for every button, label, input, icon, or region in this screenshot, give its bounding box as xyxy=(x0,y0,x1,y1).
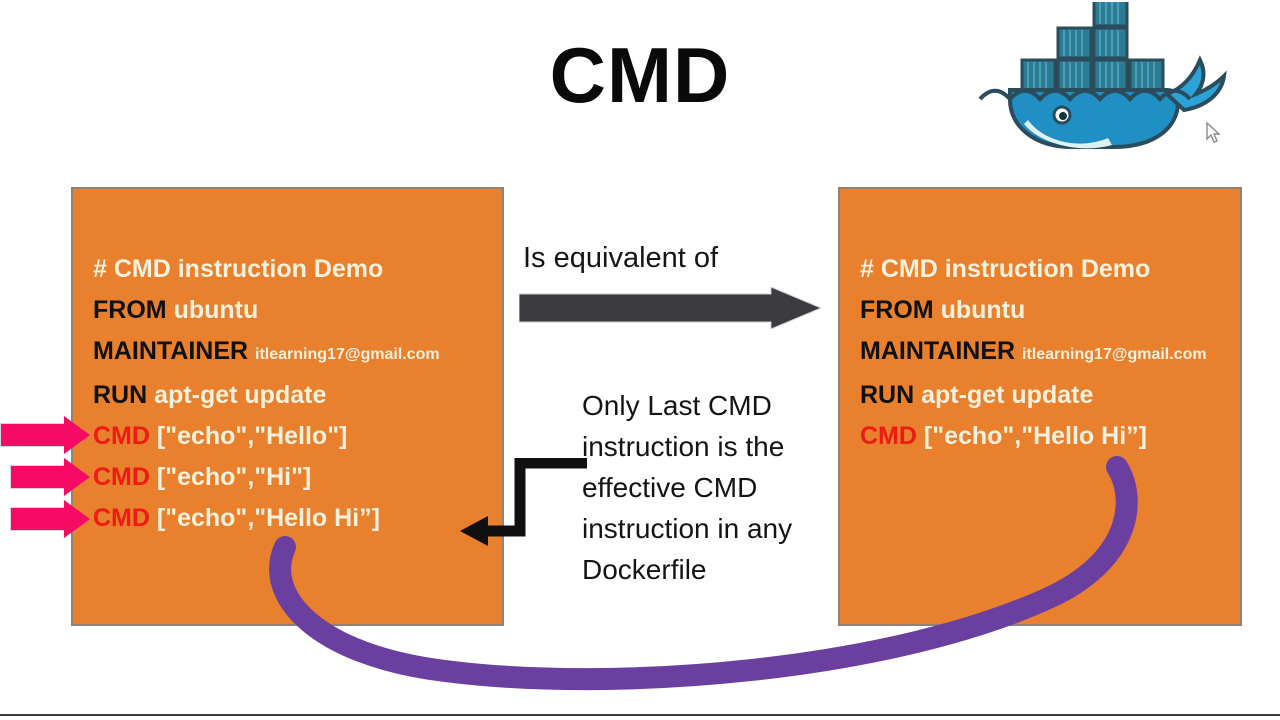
code-keyword-cmd: CMD xyxy=(93,463,150,491)
dockerfile-right-panel: # CMD instruction Demo FROM ubuntu MAINT… xyxy=(838,187,1242,626)
code-keyword: MAINTAINER xyxy=(860,337,1016,365)
code-comment: # CMD instruction Demo xyxy=(860,255,1151,283)
code-line: MAINTAINER itlearning17@gmail.com xyxy=(93,331,496,375)
code-line: FROM ubuntu xyxy=(93,290,496,331)
code-block-right: # CMD instruction Demo FROM ubuntu MAINT… xyxy=(860,249,1234,457)
code-block-left: # CMD instruction Demo FROM ubuntu MAINT… xyxy=(93,249,496,539)
docker-whale-logo xyxy=(962,0,1232,160)
code-arg: ubuntu xyxy=(173,296,259,324)
arrow-shaft xyxy=(10,507,66,531)
code-line: MAINTAINER itlearning17@gmail.com xyxy=(860,331,1234,375)
code-arg: ubuntu xyxy=(940,296,1026,324)
code-email: itlearning17@gmail.com xyxy=(1022,346,1207,363)
code-line-cmd: CMD ["echo","Hello Hi”] xyxy=(860,416,1234,457)
arrow-shaft xyxy=(0,423,66,447)
code-keyword: RUN xyxy=(860,381,915,409)
code-arg: apt-get update xyxy=(154,381,327,409)
code-keyword: FROM xyxy=(93,296,167,324)
code-line: RUN apt-get update xyxy=(93,375,496,416)
code-comment: # CMD instruction Demo xyxy=(93,255,384,283)
arrow-shaft xyxy=(10,465,66,489)
bottom-divider xyxy=(0,714,1280,716)
last-cmd-link-arc-icon xyxy=(255,455,1155,695)
code-line-cmd: CMD ["echo","Hello"] xyxy=(93,416,496,457)
pink-arrow-cmd-hi-icon xyxy=(10,458,92,496)
page-title: CMD xyxy=(549,31,731,119)
arrow-head xyxy=(64,500,90,538)
arrow-head xyxy=(64,458,90,496)
code-line: FROM ubuntu xyxy=(860,290,1234,331)
code-keyword: MAINTAINER xyxy=(93,337,249,365)
code-line: # CMD instruction Demo xyxy=(93,249,496,290)
equivalent-label: Is equivalent of xyxy=(523,242,719,274)
note-text: Only Last CMD instruction is the effecti… xyxy=(582,390,793,585)
code-arg: apt-get update xyxy=(921,381,1094,409)
pink-arrow-cmd-hello-hi-icon xyxy=(10,500,92,538)
code-arg: ["echo","Hello Hi”] xyxy=(156,504,380,532)
code-keyword-cmd: CMD xyxy=(860,422,917,450)
code-email: itlearning17@gmail.com xyxy=(255,346,440,363)
code-line-cmd: CMD ["echo","Hi"] xyxy=(93,457,496,498)
mouse-pointer xyxy=(1206,121,1222,144)
code-line: # CMD instruction Demo xyxy=(860,249,1234,290)
code-line-cmd: CMD ["echo","Hello Hi”] xyxy=(93,498,496,539)
arrow-head xyxy=(64,416,90,454)
code-keyword: FROM xyxy=(860,296,934,324)
code-arg: ["echo","Hi"] xyxy=(156,463,312,491)
code-line: RUN apt-get update xyxy=(860,375,1234,416)
code-keyword: RUN xyxy=(93,381,148,409)
pink-arrow-cmd-hello-icon xyxy=(0,416,92,454)
note-callout-arrow-icon xyxy=(460,457,595,548)
code-keyword-cmd: CMD xyxy=(93,504,150,532)
code-keyword-cmd: CMD xyxy=(93,422,150,450)
equivalence-arrow-icon xyxy=(518,286,823,330)
code-arg: ["echo","Hello Hi”] xyxy=(923,422,1147,450)
code-arg: ["echo","Hello"] xyxy=(156,422,348,450)
dockerfile-left-panel: # CMD instruction Demo FROM ubuntu MAINT… xyxy=(71,187,504,626)
